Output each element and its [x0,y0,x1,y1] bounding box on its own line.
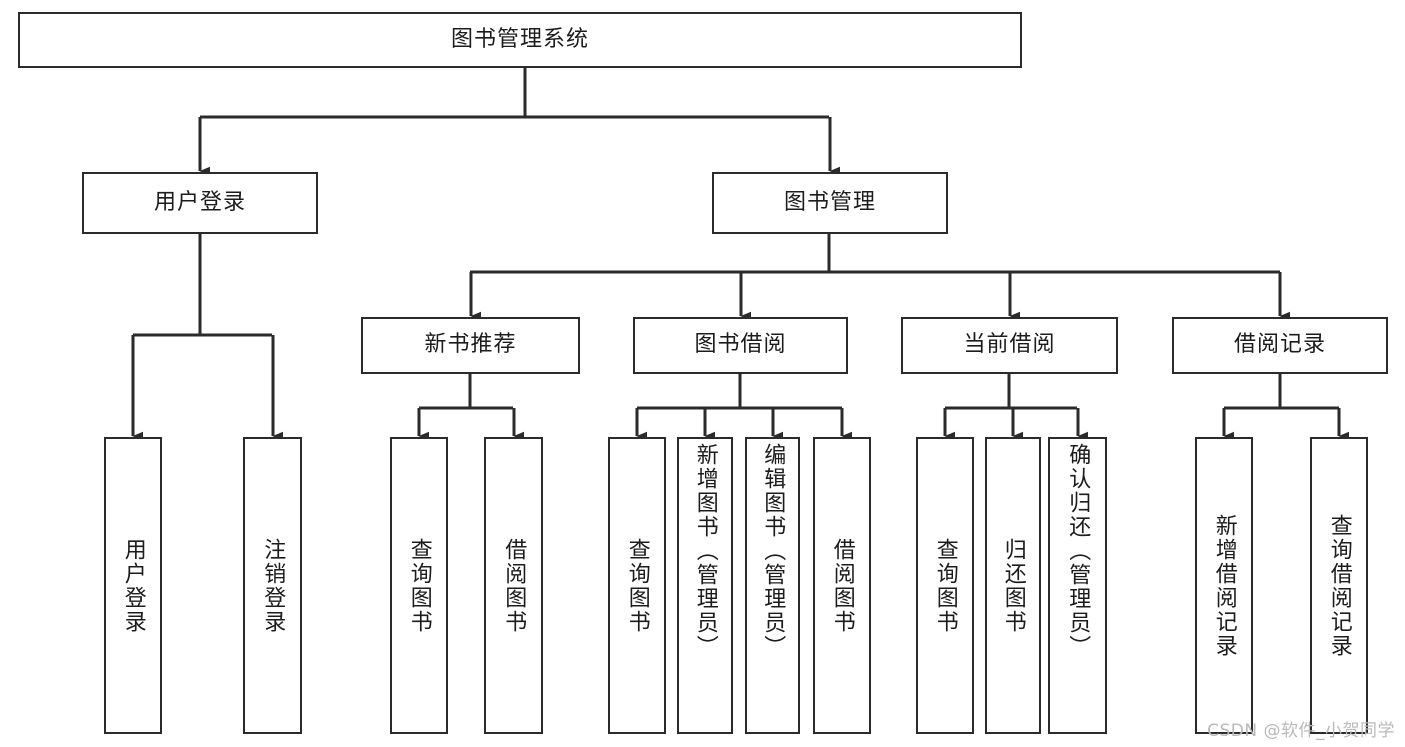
node-leaf-borrow-book-rec[interactable]: 借阅图书 [484,437,543,734]
node-label-root: 图书管理系统 [450,26,589,52]
node-label-leaf-query-book-rec: 查询图书 [406,537,432,634]
node-leaf-edit-book[interactable]: 编辑图书（管理员） [745,437,800,734]
watermark-text: CSDN @软件_小贺同学 [1207,721,1395,741]
node-label-leaf-query-book-cur: 查询图书 [932,537,958,634]
node-label-leaf-user-logout: 注销登录 [260,537,286,634]
node-book-manage[interactable]: 图书管理 [712,172,948,234]
node-book-borrow[interactable]: 图书借阅 [633,317,848,374]
node-label-leaf-query-book: 查询图书 [624,537,650,634]
node-user-login[interactable]: 用户登录 [82,172,318,234]
node-label-current-borrow: 当前借阅 [963,332,1056,358]
node-label-leaf-borrow-book-rec: 借阅图书 [501,537,527,634]
node-leaf-user-logout[interactable]: 注销登录 [243,437,302,734]
node-label-book-borrow: 图书借阅 [694,332,787,358]
node-label-leaf-return-book: 归还图书 [1000,537,1026,634]
node-label-leaf-edit-book: 编辑图书（管理员） [760,443,786,659]
node-label-leaf-user-login: 用户登录 [120,537,146,634]
node-leaf-return-book[interactable]: 归还图书 [985,437,1041,734]
node-new-book-rec[interactable]: 新书推荐 [361,317,580,374]
node-leaf-query-book-cur[interactable]: 查询图书 [916,437,974,734]
node-leaf-add-book[interactable]: 新增图书（管理员） [677,437,733,734]
node-label-book-manage: 图书管理 [783,189,876,215]
node-label-leaf-confirm-return: 确认归还（管理员） [1065,443,1091,659]
node-label-leaf-borrow-book: 借阅图书 [829,537,855,634]
node-label-borrow-record: 借阅记录 [1233,332,1326,358]
node-label-user-login: 用户登录 [153,189,246,215]
node-leaf-query-book-rec[interactable]: 查询图书 [390,437,448,734]
node-leaf-confirm-return[interactable]: 确认归还（管理员） [1048,437,1107,734]
node-root[interactable]: 图书管理系统 [18,12,1022,68]
node-label-leaf-query-record: 查询借阅记录 [1326,513,1352,658]
node-leaf-borrow-book[interactable]: 借阅图书 [813,437,871,734]
node-label-leaf-add-book: 新增图书（管理员） [692,443,718,659]
node-label-leaf-add-record: 新增借阅记录 [1211,513,1237,658]
node-leaf-query-book[interactable]: 查询图书 [608,437,666,734]
node-leaf-query-record[interactable]: 查询借阅记录 [1310,437,1368,734]
node-label-new-book-rec: 新书推荐 [424,332,517,358]
node-leaf-user-login[interactable]: 用户登录 [104,437,162,734]
node-leaf-add-record[interactable]: 新增借阅记录 [1195,437,1253,734]
node-current-borrow[interactable]: 当前借阅 [901,317,1118,374]
node-borrow-record[interactable]: 借阅记录 [1172,317,1388,374]
